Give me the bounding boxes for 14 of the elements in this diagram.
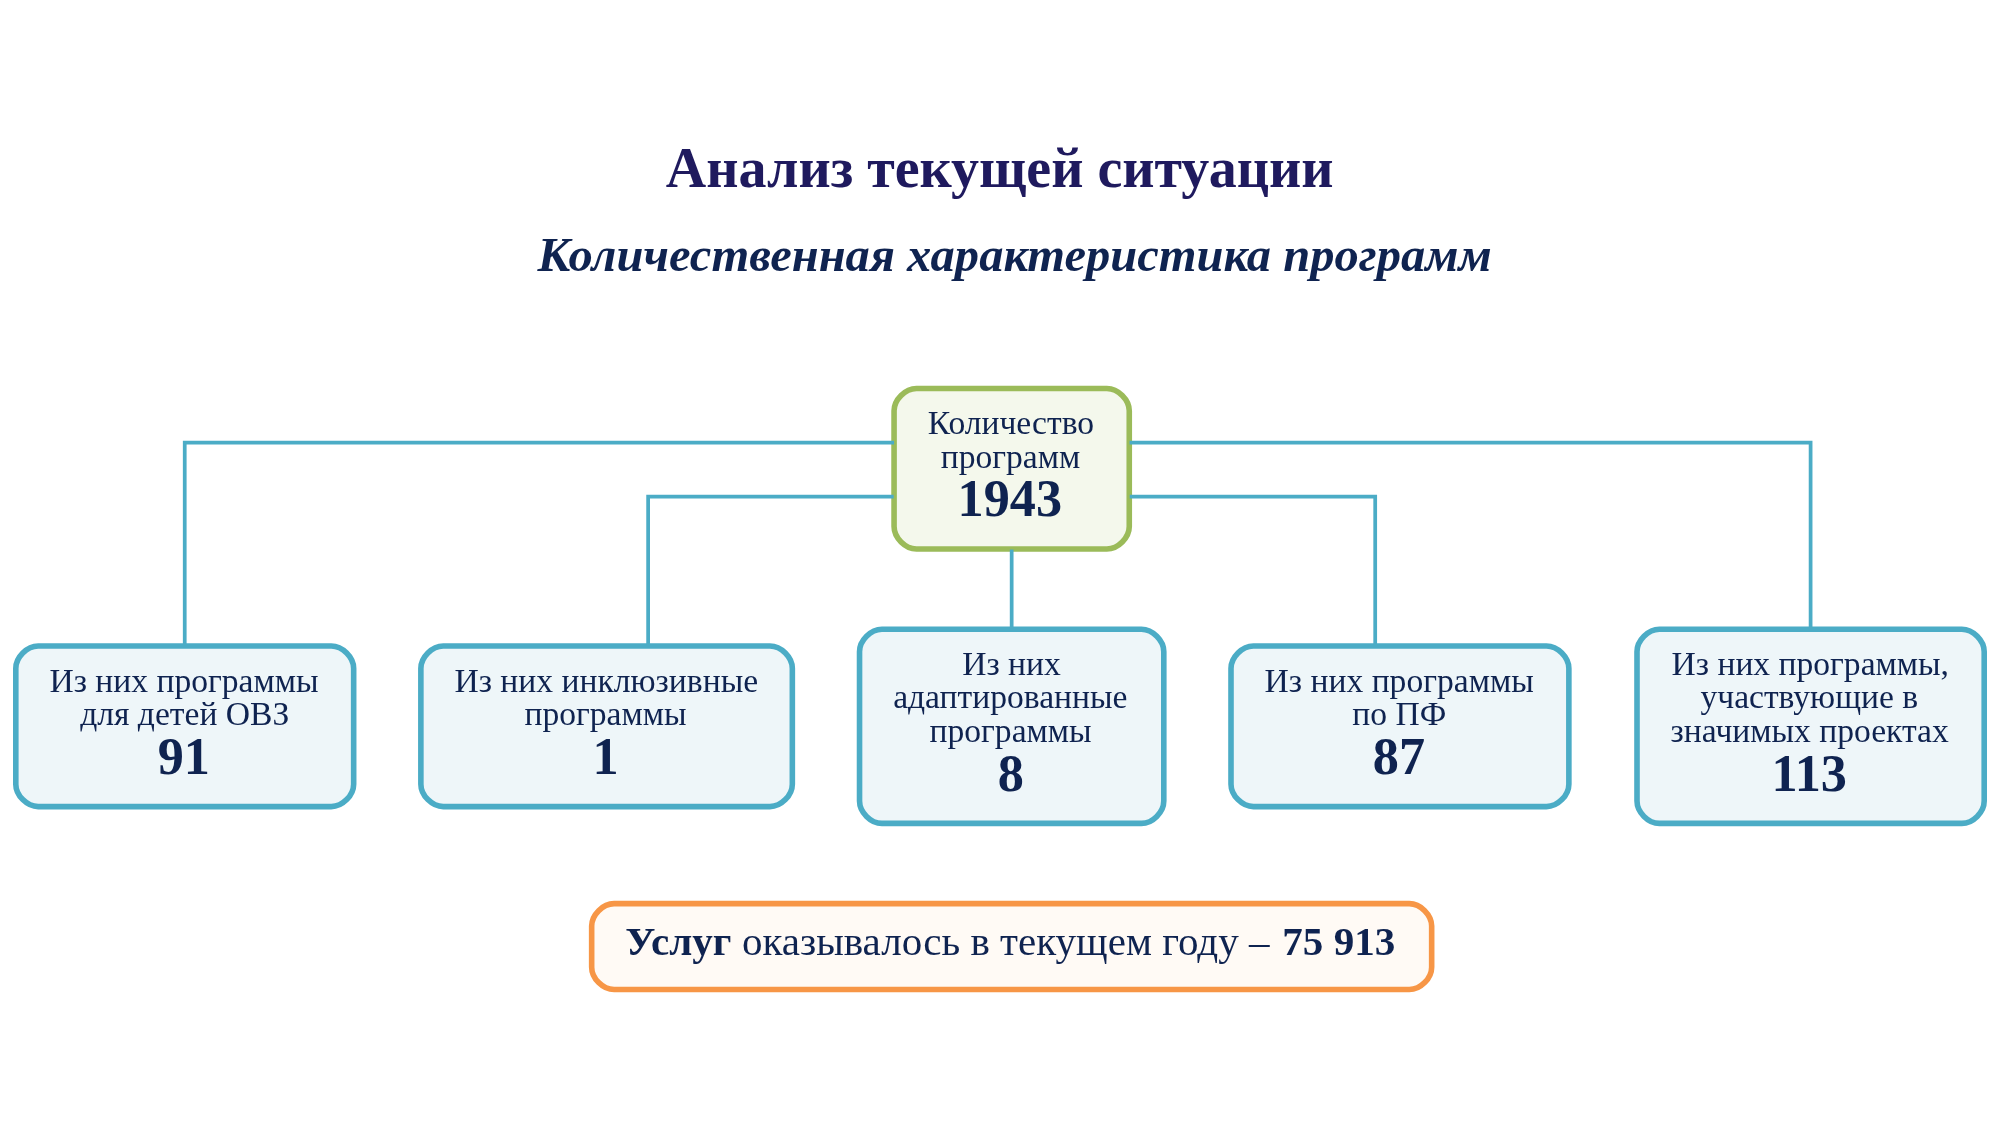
connector	[1129, 494, 1378, 646]
connector	[182, 440, 895, 646]
node-box: Количество программ 1943	[891, 385, 1133, 552]
connector	[1129, 440, 1813, 629]
node-box: Из них инклюзивные программы 1	[418, 642, 796, 809]
node-box: Из них программы по ПФ 87	[1228, 642, 1572, 809]
node-box: Из них адаптированные программы 8	[856, 625, 1167, 826]
label: Количественная характеристика программ	[537, 226, 1492, 280]
connector	[1009, 549, 1014, 629]
connector	[646, 494, 894, 646]
diagram-title: Анализ текущей ситуации	[665, 136, 1334, 199]
node-box: Из них программы для детей ОВЗ 91	[13, 642, 357, 809]
node-box: Из них программы, участвующие в значимых проектах 113	[1634, 625, 1987, 826]
node-box: Услуг оказывалось в текущем году – 75 913	[588, 900, 1435, 992]
